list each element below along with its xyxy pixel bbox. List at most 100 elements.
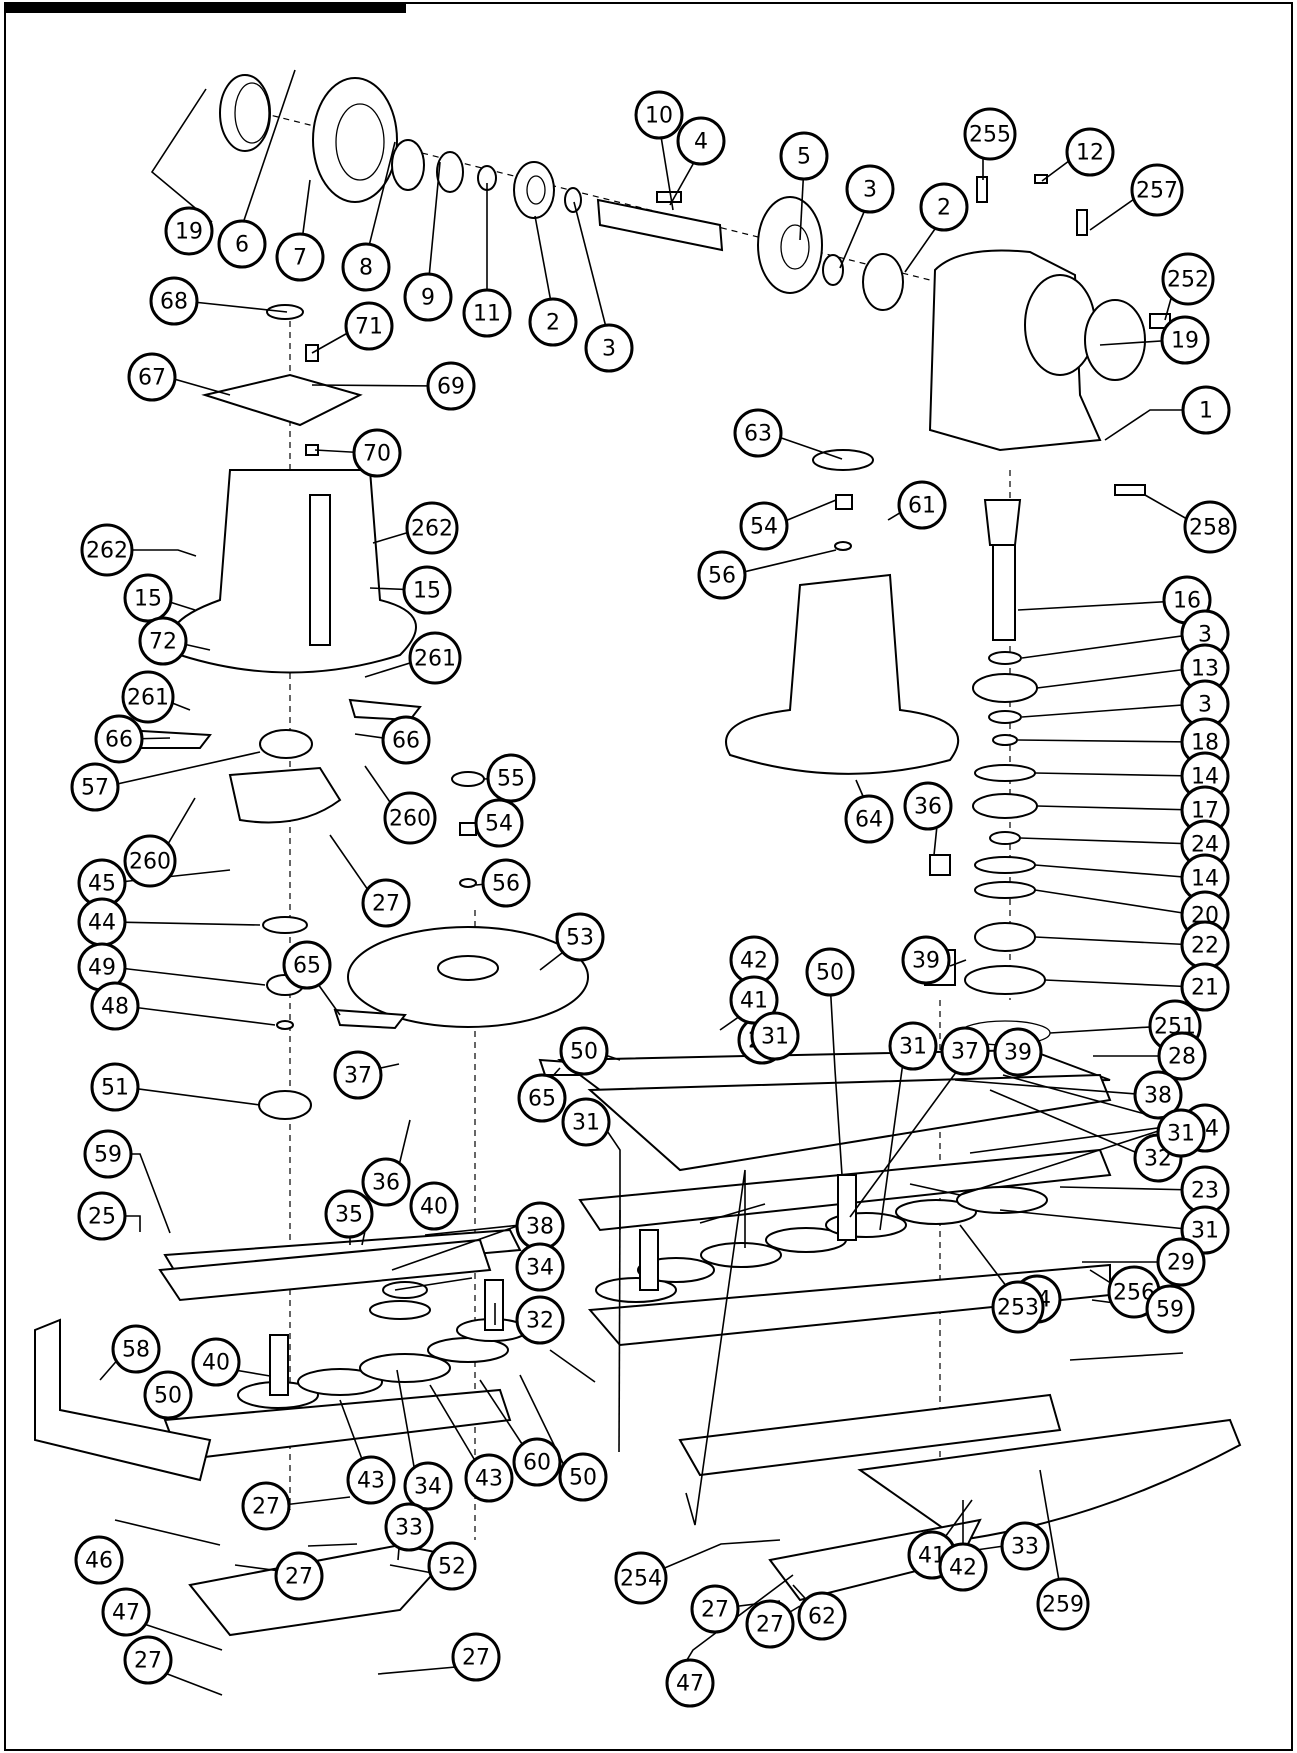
callout-56: 56 — [481, 858, 531, 908]
callout-circle — [474, 798, 524, 848]
callout-number: 55 — [497, 767, 525, 792]
callout-number: 19 — [175, 220, 203, 245]
callout-number: 15 — [413, 579, 441, 604]
callout-2: 2 — [919, 182, 969, 232]
callout-24: 24 — [1180, 819, 1230, 869]
callout-21: 21 — [1180, 962, 1230, 1012]
callout-circle — [512, 1437, 562, 1487]
callout-number: 69 — [437, 375, 465, 400]
callout-71: 71 — [344, 301, 394, 351]
callout-circle — [464, 1453, 514, 1503]
callout-27: 27 — [451, 1632, 501, 1682]
callout-260: 260 — [123, 834, 177, 888]
callout-260: 260 — [383, 791, 437, 845]
callout-number: 27 — [462, 1646, 490, 1671]
callout-32: 32 — [515, 1295, 565, 1345]
callout-37: 37 — [333, 1050, 383, 1100]
callout-15: 15 — [123, 573, 173, 623]
callout-circle — [901, 935, 951, 985]
callout-circle — [381, 715, 431, 765]
callout-circle — [515, 1242, 565, 1292]
callout-262: 262 — [80, 523, 134, 577]
callout-circle — [427, 1541, 477, 1591]
callout-circle — [123, 573, 173, 623]
callout-49: 49 — [77, 942, 127, 992]
callout-27: 27 — [745, 1599, 795, 1649]
callout-number: 66 — [105, 728, 133, 753]
callout-circle — [282, 940, 332, 990]
callout-59: 59 — [83, 1129, 133, 1179]
callout-circle — [80, 523, 134, 577]
callout-number: 72 — [149, 630, 177, 655]
callout-number: 22 — [1191, 934, 1219, 959]
callout-number: 17 — [1191, 799, 1219, 824]
callout-60: 60 — [512, 1437, 562, 1487]
callout-number: 18 — [1191, 731, 1219, 756]
callout-circle — [341, 242, 391, 292]
callout-69: 69 — [426, 361, 476, 411]
callout-number: 40 — [420, 1195, 448, 1220]
callout-circle — [938, 1542, 988, 1592]
callout-58: 58 — [111, 1324, 161, 1374]
callout-3: 3 — [845, 164, 895, 214]
callout-circle — [408, 631, 462, 685]
callout-number: 68 — [160, 290, 188, 315]
callout-number: 31 — [761, 1025, 789, 1050]
callout-number: 16 — [1173, 589, 1201, 614]
callout-circle — [963, 107, 1017, 161]
callout-circle — [403, 1461, 453, 1511]
callout-41: 41 — [729, 975, 779, 1025]
callout-number: 64 — [855, 808, 883, 833]
callout-circle — [138, 616, 188, 666]
callout-circle — [426, 361, 476, 411]
callout-circle — [143, 1370, 193, 1420]
callout-circle — [191, 1337, 241, 1387]
callout-number: 38 — [1144, 1084, 1172, 1109]
callout-number: 24 — [1191, 833, 1219, 858]
callout-2: 2 — [528, 297, 578, 347]
callout-31: 31 — [1156, 1108, 1206, 1158]
callout-circle — [888, 1021, 938, 1071]
callout-number: 27 — [372, 892, 400, 917]
callout-number: 1 — [1199, 399, 1213, 424]
callout-circle — [690, 1584, 740, 1634]
callout-circle — [402, 565, 452, 615]
callout-number: 36 — [914, 795, 942, 820]
callout-252: 252 — [1161, 252, 1215, 306]
callout-3: 3 — [1180, 609, 1230, 659]
callout-circle — [697, 550, 747, 600]
callout-circle — [344, 301, 394, 351]
callout-number: 50 — [570, 1040, 598, 1065]
callout-number: 32 — [526, 1309, 554, 1334]
callout-number: 56 — [708, 564, 736, 589]
callout-circle — [584, 323, 634, 373]
callout-number: 39 — [912, 949, 940, 974]
callout-circle — [462, 288, 512, 338]
callout-circle — [1180, 962, 1230, 1012]
callout-circle — [797, 1591, 847, 1641]
callout-number: 28 — [1168, 1045, 1196, 1070]
callout-number: 37 — [951, 1040, 979, 1065]
callout-254: 254 — [614, 1551, 668, 1605]
callout-circle — [1157, 1031, 1207, 1081]
callout-circle — [149, 276, 199, 326]
callout-number: 260 — [389, 807, 431, 832]
callout-31: 31 — [888, 1021, 938, 1071]
callout-circle — [517, 1073, 567, 1123]
callout-number: 49 — [88, 956, 116, 981]
callout-number: 54 — [485, 812, 513, 837]
callout-31: 31 — [750, 1011, 800, 1061]
callout-258: 258 — [1183, 500, 1237, 554]
callout-72: 72 — [138, 616, 188, 666]
callout-40: 40 — [191, 1337, 241, 1387]
callout-16: 16 — [1162, 575, 1212, 625]
callout-53: 53 — [555, 912, 605, 962]
callout-number: 27 — [285, 1565, 313, 1590]
callout-number: 7 — [293, 246, 307, 271]
callout-number: 254 — [620, 1567, 662, 1592]
callout-circle — [333, 1050, 383, 1100]
callout-number: 6 — [235, 233, 249, 258]
callout-number: 54 — [750, 515, 778, 540]
callout-circle — [324, 1189, 374, 1239]
